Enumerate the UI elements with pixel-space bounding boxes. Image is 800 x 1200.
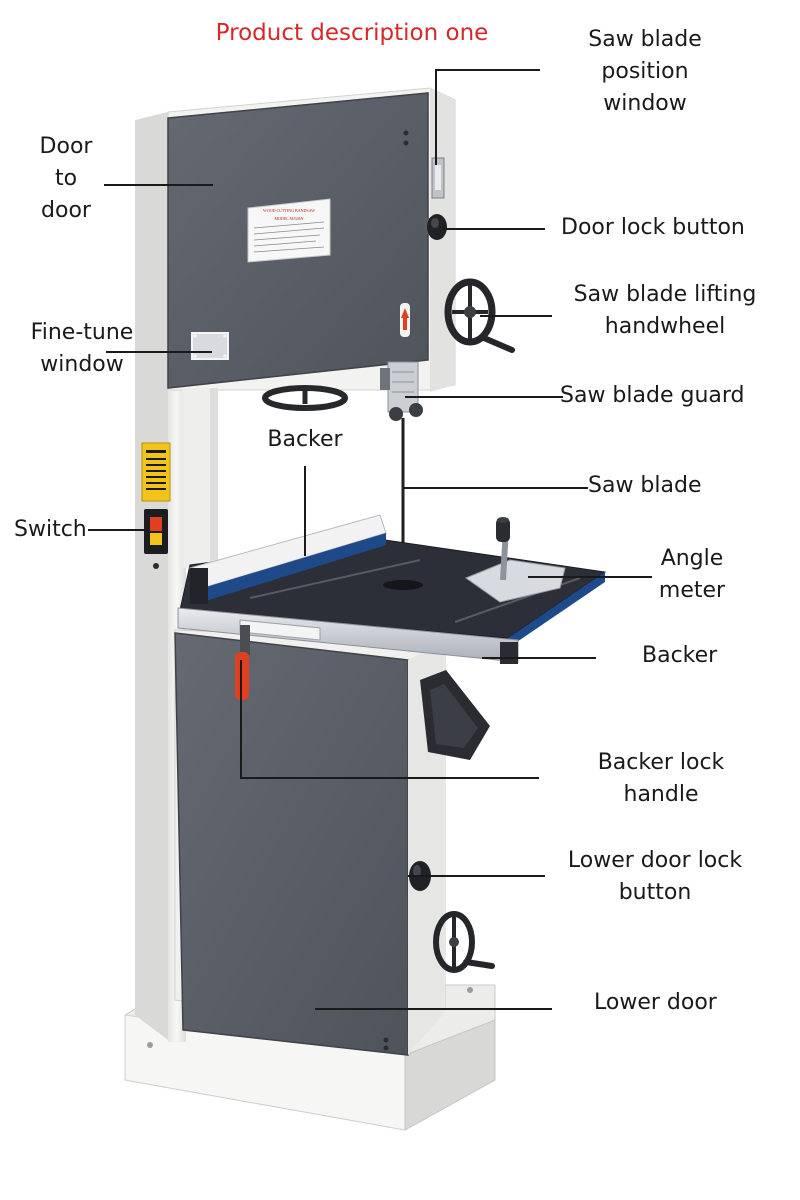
dust-chute <box>420 670 490 760</box>
miter-gauge <box>464 517 566 603</box>
tension-wheel <box>262 385 348 411</box>
blade-guard-post <box>380 361 423 421</box>
lower-cabinet <box>174 629 446 1056</box>
leader-blade-position <box>435 69 540 165</box>
label-saw-blade-position-window: Saw blade position window <box>588 27 702 116</box>
label-fine-tune-window: Fine-tune window <box>30 320 134 377</box>
label-door-lock-button: Door lock button <box>561 215 745 240</box>
leader-lines <box>88 69 652 1010</box>
power-switch <box>144 509 168 569</box>
door-lock-knob <box>424 214 447 240</box>
nameplate: WOOD CUTTING BANDSAW MODEL MJ346N <box>247 198 331 263</box>
blade-lift-handwheel <box>444 278 515 353</box>
label-angle-meter: Angle meter <box>658 546 726 603</box>
label-lower-door-lock-button: Lower door lock button <box>567 848 743 905</box>
fine-tune-window <box>191 332 229 360</box>
nameplate-line2: MODEL MJ346N <box>274 216 303 221</box>
label-switch: Switch <box>14 517 87 542</box>
diagram-title: Product description one <box>215 20 489 46</box>
label-lower-door: Lower door <box>594 990 717 1015</box>
warning-sticker <box>141 442 171 502</box>
label-backer-right: Backer <box>642 643 718 668</box>
leader-backer-lock <box>240 660 539 779</box>
label-backer-top: Backer <box>267 427 343 452</box>
blade-position-window <box>431 157 445 199</box>
tilt-handwheel <box>433 911 495 973</box>
label-saw-blade-guard: Saw blade guard <box>560 383 745 408</box>
label-door-to-door: Door to door <box>39 134 93 223</box>
label-saw-blade-lifting-handwheel: Saw blade lifting handwheel <box>573 282 757 339</box>
label-backer-lock-handle: Backer lock handle <box>597 750 725 807</box>
nameplate-line1: WOOD CUTTING BANDSAW <box>263 208 315 213</box>
label-saw-blade: Saw blade <box>588 473 702 498</box>
rip-fence <box>189 514 387 604</box>
